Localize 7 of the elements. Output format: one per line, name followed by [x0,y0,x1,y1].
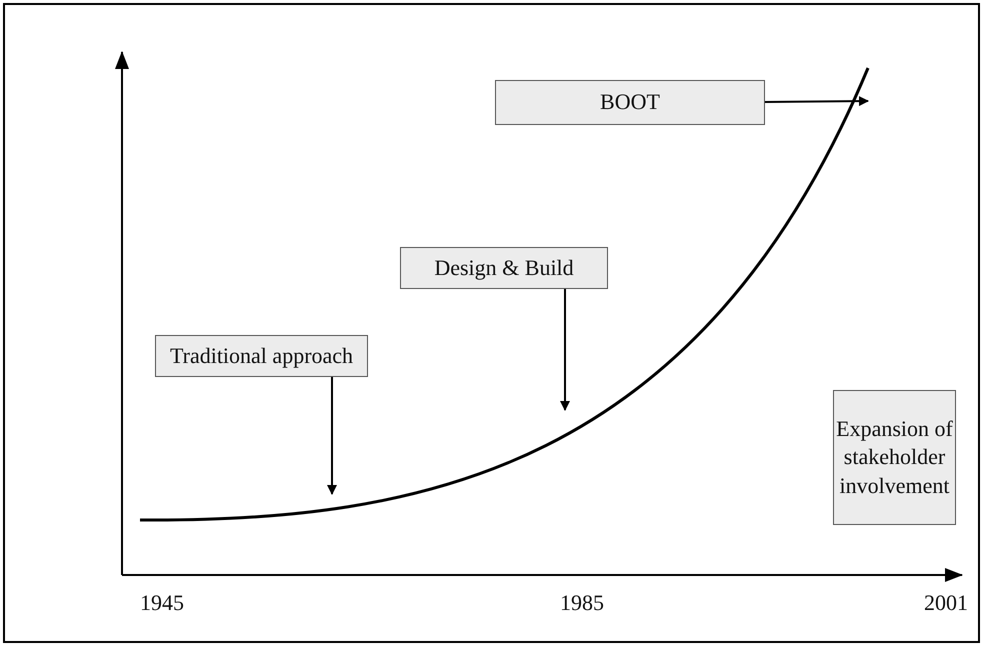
year-label: 1985 [560,590,604,616]
arrow [764,96,869,106]
note-box: Expansion of stakeholder involvement [833,390,956,525]
year-label: 1945 [140,590,184,616]
arrow [560,289,570,411]
arrow [327,377,337,495]
year-label: 2001 [924,590,968,616]
